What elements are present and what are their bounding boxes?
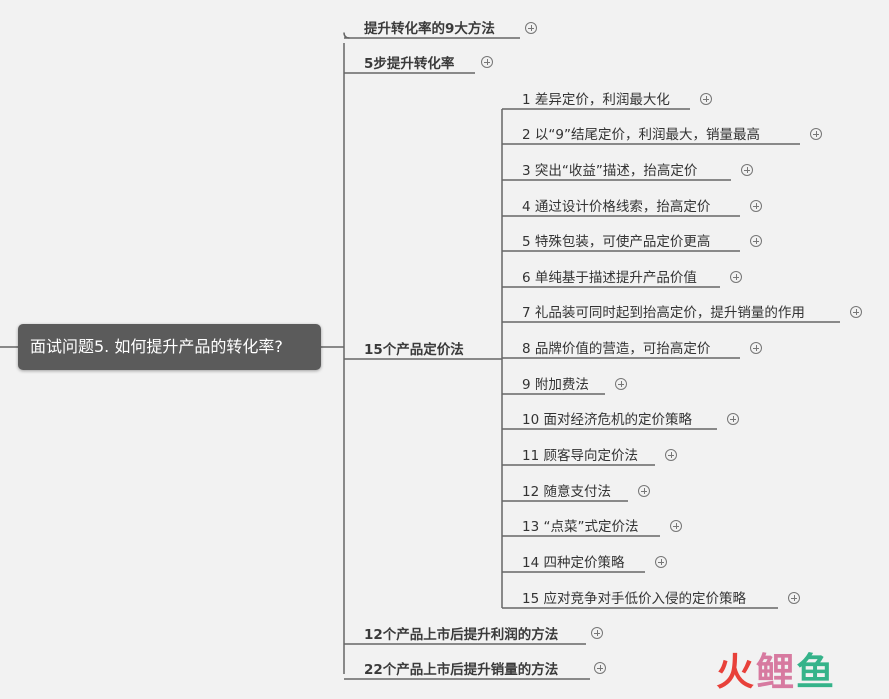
expand-plus-icon[interactable]	[615, 378, 627, 390]
pricing-method-item[interactable]: 3 突出“收益”描述，抬高定价	[522, 163, 698, 179]
expand-plus-icon[interactable]	[665, 449, 677, 461]
pricing-method-item[interactable]: 5 特殊包装，可使产品定价更高	[522, 234, 711, 250]
pricing-method-item[interactable]: 14 四种定价策略	[522, 555, 625, 571]
expand-plus-icon[interactable]	[810, 128, 822, 140]
expand-plus-icon[interactable]	[741, 164, 753, 176]
pricing-method-item[interactable]: 11 顾客导向定价法	[522, 448, 638, 464]
expand-plus-icon[interactable]	[750, 235, 762, 247]
expand-plus-icon[interactable]	[591, 627, 603, 639]
branch-conversion-9-methods[interactable]: 提升转化率的9大方法	[364, 21, 495, 37]
expand-plus-icon[interactable]	[750, 200, 762, 212]
watermark-char: 火	[716, 650, 757, 694]
pricing-method-item[interactable]: 10 面对经济危机的定价策略	[522, 412, 692, 428]
expand-plus-icon[interactable]	[670, 520, 682, 532]
pricing-method-item[interactable]: 4 通过设计价格线索，抬高定价	[522, 199, 711, 215]
expand-plus-icon[interactable]	[788, 592, 800, 604]
expand-plus-icon[interactable]	[730, 271, 742, 283]
branch-5-steps[interactable]: 5步提升转化率	[364, 56, 455, 72]
pricing-method-item[interactable]: 9 附加费法	[522, 377, 589, 393]
pricing-method-item[interactable]: 13 “点菜”式定价法	[522, 519, 639, 535]
expand-plus-icon[interactable]	[850, 306, 862, 318]
expand-plus-icon[interactable]	[481, 56, 493, 68]
expand-plus-icon[interactable]	[750, 342, 762, 354]
expand-plus-icon[interactable]	[700, 93, 712, 105]
root-topic[interactable]: 面试问题5. 如何提升产品的转化率?	[18, 324, 321, 370]
expand-plus-icon[interactable]	[638, 485, 650, 497]
expand-plus-icon[interactable]	[655, 556, 667, 568]
expand-plus-icon[interactable]	[727, 413, 739, 425]
expand-plus-icon[interactable]	[594, 662, 606, 674]
pricing-method-item[interactable]: 1 差异定价，利润最大化	[522, 92, 670, 108]
branch-22-sales[interactable]: 22个产品上市后提升销量的方法	[364, 662, 559, 678]
branch-12-profit[interactable]: 12个产品上市后提升利润的方法	[364, 627, 559, 643]
pricing-method-item[interactable]: 2 以“9”结尾定价，利润最大，销量最高	[522, 127, 760, 143]
watermark-char: 鱼	[796, 650, 837, 694]
pricing-method-item[interactable]: 12 随意支付法	[522, 484, 611, 500]
watermark-char: 鲤	[756, 650, 797, 694]
huoliyu-watermark-logo: 火鲤鱼	[716, 650, 836, 694]
branch-15-pricing[interactable]: 15个产品定价法	[364, 342, 464, 358]
pricing-method-item[interactable]: 7 礼品装可同时起到抬高定价，提升销量的作用	[522, 305, 805, 321]
pricing-method-item[interactable]: 6 单纯基于描述提升产品价值	[522, 270, 697, 286]
pricing-method-item[interactable]: 15 应对竞争对手低价入侵的定价策略	[522, 591, 746, 607]
expand-plus-icon[interactable]	[525, 22, 537, 34]
pricing-method-item[interactable]: 8 品牌价值的营造，可抬高定价	[522, 341, 711, 357]
